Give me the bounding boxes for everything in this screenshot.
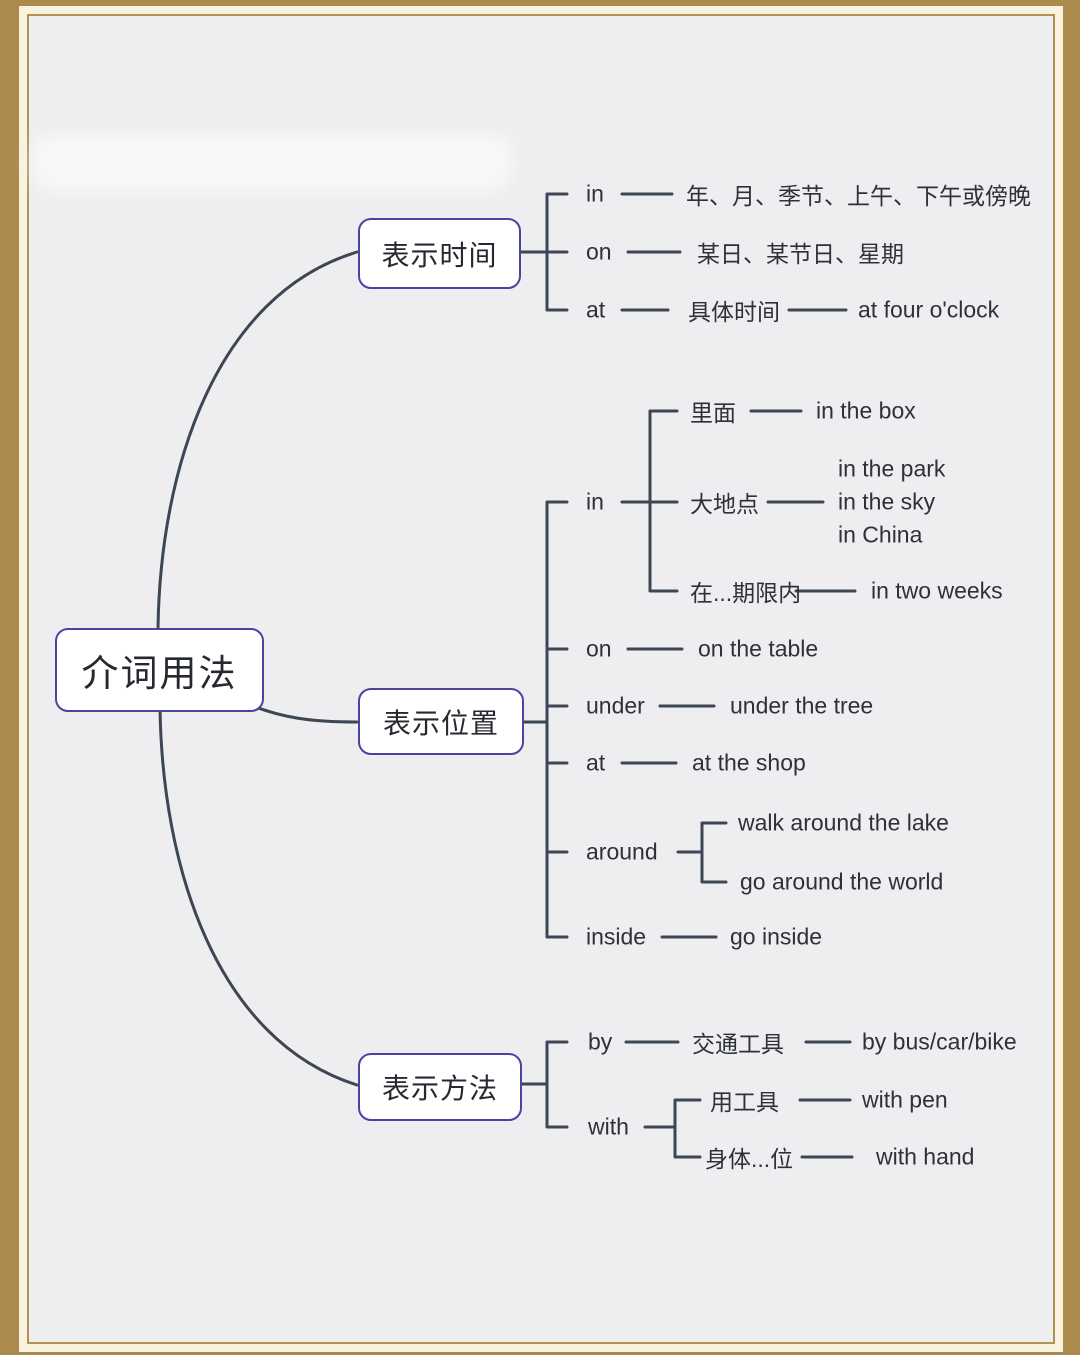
time-on-word: on [586, 238, 612, 265]
branch-node-time[interactable]: 表示时间 [358, 218, 521, 289]
method-with-word: with [588, 1113, 629, 1140]
watermark-smudge [32, 134, 512, 192]
time-in-word: in [586, 180, 604, 207]
branch-node-method[interactable]: 表示方法 [358, 1053, 522, 1121]
method-by-example: by bus/car/bike [862, 1028, 1017, 1055]
method-with-sub0-example: with pen [862, 1086, 948, 1113]
place-in-word: in [586, 488, 604, 515]
place-under-example: under the tree [730, 692, 874, 719]
method-with-sub1-example: with hand [876, 1143, 975, 1170]
place-row-dashes [620, 647, 718, 939]
place-in-sub1-desc: 大地点 [690, 491, 759, 517]
time-in-desc: 年、月、季节、上午、下午或傍晚 [686, 183, 1031, 209]
time-at-desc: 具体时间 [688, 299, 780, 325]
time-on-desc: 某日、某节日、星期 [697, 241, 904, 267]
place-on-example: on the table [698, 635, 819, 662]
place-in-sub1-example-2: in China [838, 521, 923, 548]
place-around-subbracket [676, 821, 728, 884]
place-around-word: around [586, 838, 658, 865]
method-bracket [516, 1040, 569, 1129]
place-on-word: on [586, 635, 612, 662]
place-in-sub1-example-0: in the park [838, 455, 946, 482]
place-inside-word: inside [586, 923, 647, 950]
edge-root-to-method [158, 705, 359, 1087]
method-with-sub0-desc: 用工具 [710, 1089, 779, 1115]
time-at-word: at [586, 296, 606, 323]
edge-root-to-time [156, 250, 359, 631]
method-by-desc: 交通工具 [692, 1031, 784, 1057]
place-in-subbracket [620, 409, 679, 593]
place-under-word: under [586, 692, 645, 719]
method-with-sub1-desc: 身体...位 [705, 1146, 794, 1172]
time-at-example: at four o'clock [858, 296, 1000, 323]
method-by-word: by [588, 1028, 613, 1055]
place-bracket [516, 500, 569, 939]
method-with-dashes [798, 1098, 854, 1159]
place-in-sub0-desc: 里面 [690, 400, 736, 426]
place-around-example-0: walk around the lake [738, 809, 949, 836]
root-node[interactable]: 介词用法 [55, 628, 264, 712]
place-in-sub1-example-1: in the sky [838, 488, 936, 515]
place-in-dashes [749, 409, 857, 593]
place-in-sub2-example: in two weeks [871, 577, 1003, 604]
place-in-sub0-example: in the box [816, 397, 916, 424]
time-dashes [620, 192, 848, 312]
place-at-example: at the shop [692, 749, 806, 776]
place-around-example-1: go around the world [740, 868, 944, 895]
time-bracket [518, 192, 569, 312]
place-in-sub2-desc: 在...期限内 [690, 580, 802, 606]
place-at-word: at [586, 749, 606, 776]
branch-node-place[interactable]: 表示位置 [358, 688, 524, 755]
method-with-subbracket [643, 1098, 702, 1159]
place-inside-example: go inside [730, 923, 823, 950]
